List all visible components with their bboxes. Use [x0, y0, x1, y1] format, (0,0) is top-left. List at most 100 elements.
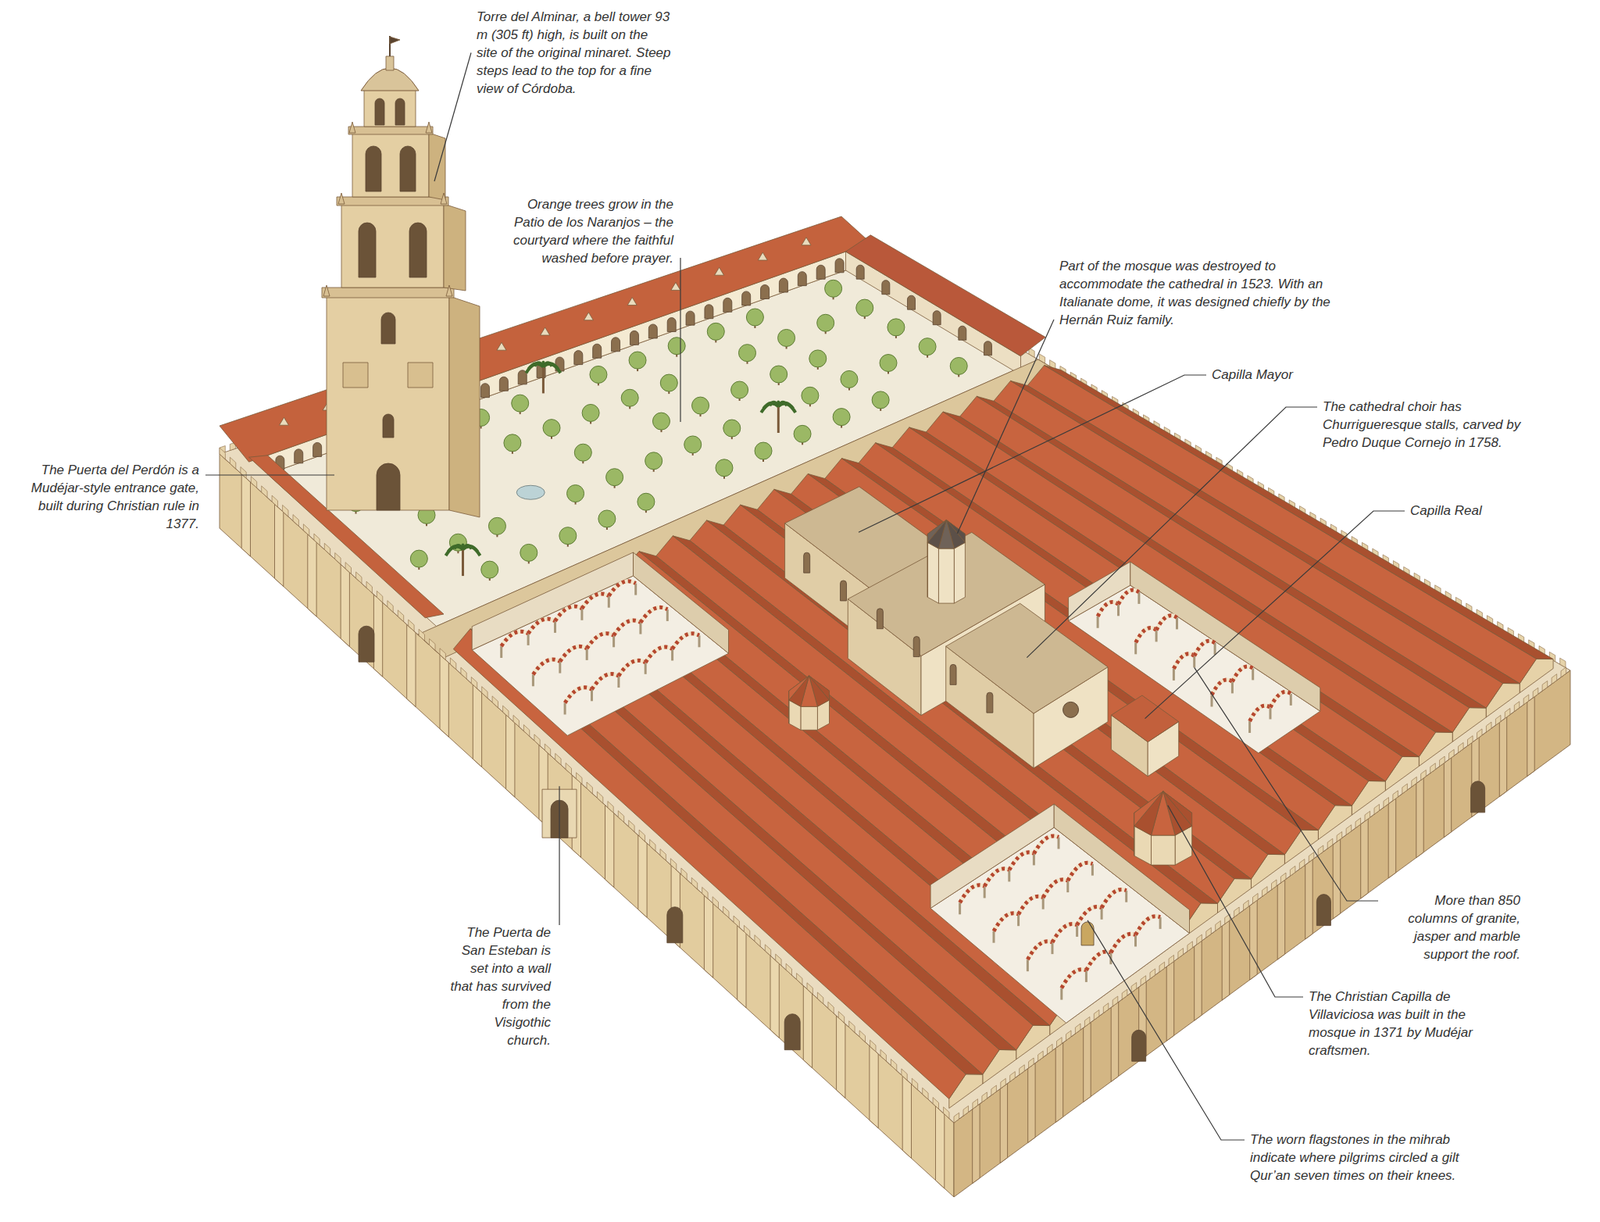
horseshoe-arch	[1067, 862, 1093, 881]
palm-trunk	[542, 366, 545, 393]
callout-text: The cathedral choir has Churrigueresque …	[1322, 397, 1526, 452]
arch-opening	[574, 350, 583, 365]
wall-buttress	[1055, 1042, 1064, 1123]
arch-opening	[840, 580, 847, 601]
battlement	[1542, 681, 1548, 692]
battlement	[796, 973, 803, 986]
wall-buttress	[1305, 859, 1314, 940]
horseshoe-arch	[1027, 941, 1053, 960]
wall-buttress	[1194, 940, 1203, 1021]
leader-line	[957, 319, 1054, 534]
battlement	[1504, 708, 1511, 719]
battlement	[1243, 900, 1250, 911]
orange-tree	[660, 374, 678, 392]
column	[532, 674, 535, 686]
battlement	[628, 820, 635, 833]
horseshoe-arch	[645, 646, 672, 663]
column	[1172, 668, 1175, 681]
arch-opening	[797, 271, 807, 286]
battlement	[712, 896, 718, 909]
battlement	[743, 925, 750, 937]
column	[580, 608, 583, 621]
arch-opening	[294, 449, 304, 464]
horseshoe-arch	[1211, 679, 1233, 696]
battlement	[660, 849, 666, 861]
wall-buttress	[1250, 900, 1258, 980]
arch-opening	[958, 325, 967, 340]
arch-opening	[480, 383, 490, 398]
column	[1214, 642, 1217, 655]
orange-tree	[754, 442, 772, 460]
column	[553, 621, 557, 633]
wall-buttress	[241, 474, 250, 557]
bell-tower	[364, 89, 416, 127]
wall-buttress	[1416, 778, 1424, 858]
horseshoe-arch	[1211, 679, 1233, 696]
orange-tree	[488, 517, 506, 535]
arch-opening	[365, 146, 382, 192]
battlement	[282, 504, 289, 517]
arch-opening	[986, 692, 993, 713]
leader-line	[434, 53, 472, 183]
horseshoe-arch	[554, 606, 582, 622]
horseshoe-arch	[1061, 969, 1087, 989]
orange-tree	[503, 434, 522, 452]
horseshoe-arch	[1097, 601, 1118, 616]
battlement	[1066, 1030, 1072, 1041]
horseshoe-arch	[960, 885, 986, 904]
orange-tree	[723, 419, 741, 437]
column	[1231, 681, 1234, 693]
battlement	[303, 524, 309, 536]
orange-tree	[628, 351, 647, 369]
battlement	[240, 467, 247, 479]
battlement	[356, 571, 362, 584]
callout-text: The Puerta de San Esteban is set into a …	[449, 923, 551, 1050]
battlement	[1485, 721, 1492, 733]
pinnacle	[446, 285, 453, 297]
battlement	[229, 457, 236, 469]
horseshoe-arch	[1194, 640, 1215, 656]
column	[585, 648, 589, 661]
horseshoe-arch	[1270, 692, 1291, 708]
dormer	[671, 282, 681, 290]
column	[607, 596, 611, 608]
bell-tower	[341, 203, 444, 288]
wall-buttress	[1443, 757, 1451, 838]
leader-line	[1145, 510, 1405, 719]
leader-lines	[205, 53, 1405, 1141]
orange-tree	[637, 492, 655, 511]
battlement	[1057, 1037, 1063, 1048]
horseshoe-arch	[1194, 640, 1215, 656]
horseshoe-arch	[1250, 705, 1271, 722]
wall-buttress	[605, 804, 615, 887]
horseshoe-arch	[618, 660, 646, 676]
horseshoe-arch	[582, 593, 609, 609]
battlement	[1103, 1003, 1109, 1014]
bell-tower	[443, 203, 466, 291]
gallery-roof	[846, 235, 1047, 357]
wall-buttress	[803, 985, 812, 1068]
octagonal-chapel	[800, 706, 818, 730]
battlement	[1084, 1016, 1090, 1027]
battlement	[1411, 776, 1418, 787]
horseshoe-arch	[1067, 862, 1093, 881]
horseshoe-arch	[1009, 852, 1035, 871]
battlement	[471, 677, 477, 690]
battlement	[1159, 961, 1165, 972]
cathedral-lantern	[927, 520, 947, 550]
horseshoe-arch	[1173, 653, 1194, 669]
battlement	[314, 533, 320, 546]
leader-line	[1167, 805, 1304, 997]
column	[1251, 667, 1254, 680]
battlement	[418, 628, 425, 641]
tower-dome	[360, 67, 419, 91]
battlement	[1215, 921, 1222, 932]
capilla-real	[1110, 695, 1179, 743]
pinnacle	[425, 121, 433, 133]
battlement	[922, 1087, 929, 1100]
wall-buttress	[1527, 696, 1535, 777]
battlement	[1439, 756, 1446, 767]
horseshoe-arch	[1250, 705, 1271, 722]
battlement	[1317, 845, 1324, 856]
